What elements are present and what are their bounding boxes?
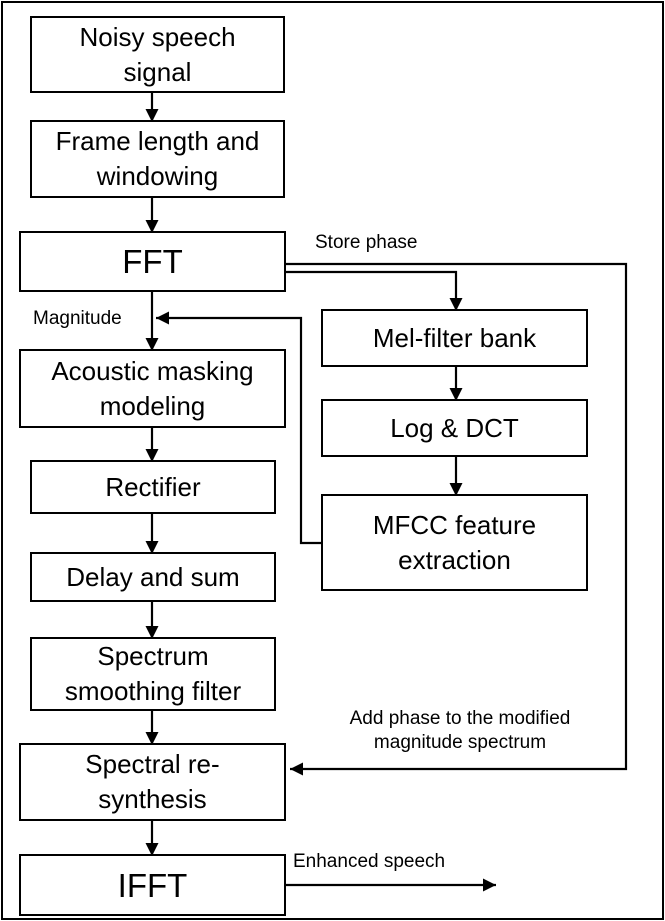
noisy-speech-box: Noisy speech signal xyxy=(30,16,285,93)
spectrum-smoothing-box: Spectrum smoothing filter xyxy=(30,637,276,711)
mel-filter-bank-box: Mel-filter bank xyxy=(321,309,588,367)
spectral-resynthesis-box: Spectral re- synthesis xyxy=(19,743,286,821)
enhanced-speech-label: Enhanced speech xyxy=(293,851,446,872)
fft-box: FFT xyxy=(19,231,286,292)
framing-box: Frame length and windowing xyxy=(30,120,285,198)
acoustic-masking-box: Acoustic masking modeling xyxy=(19,349,286,428)
mfcc-extraction-box: MFCC feature extraction xyxy=(321,494,588,591)
add-phase-label: Add phase to the modified magnitude spec… xyxy=(349,708,571,753)
ifft-box: IFFT xyxy=(19,854,286,916)
arrow-mfcc-to-magnitude xyxy=(156,311,321,545)
arrow-phase-to-resynthesis xyxy=(286,262,628,776)
delay-and-sum-box: Delay and sum xyxy=(30,552,276,602)
store-phase-label: Store phase xyxy=(315,232,418,253)
magnitude-label: Magnitude xyxy=(33,308,122,329)
rectifier-box: Rectifier xyxy=(30,460,276,514)
arrow-fft-to-mel xyxy=(286,270,463,311)
log-dct-box: Log & DCT xyxy=(321,399,588,457)
